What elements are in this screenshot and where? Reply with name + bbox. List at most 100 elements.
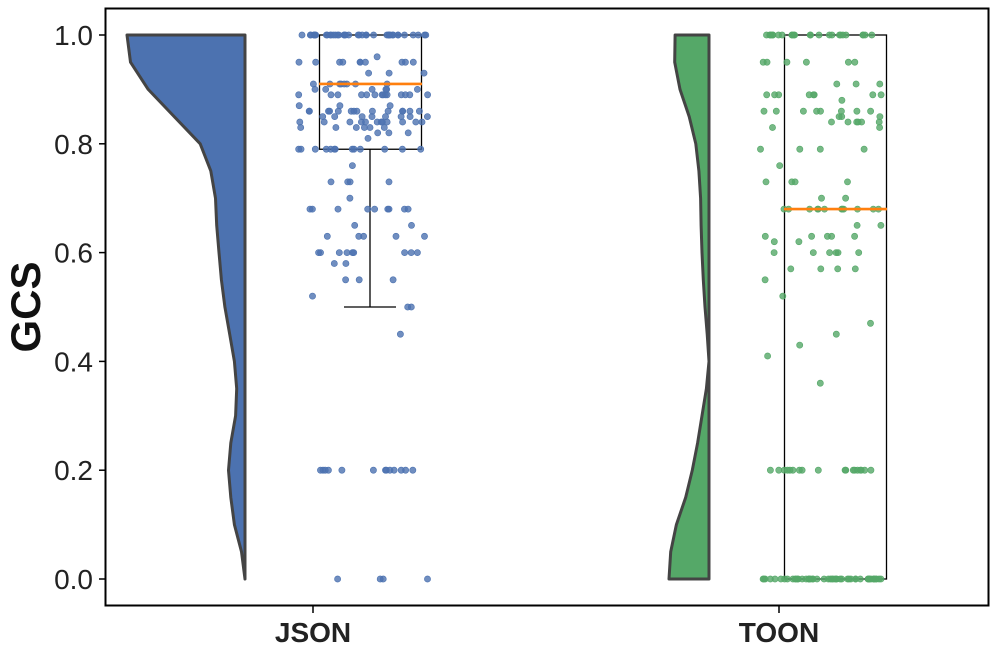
point-toon	[877, 221, 885, 229]
point-json	[342, 276, 349, 284]
point-json	[358, 91, 365, 99]
point-json	[298, 31, 306, 39]
x-tick-label-json: JSON	[275, 617, 351, 648]
point-toon	[759, 58, 767, 66]
point-toon	[832, 330, 840, 338]
point-json	[369, 466, 377, 474]
point-json	[376, 575, 384, 583]
point-toon	[834, 265, 842, 273]
point-json	[305, 107, 313, 115]
point-json	[420, 69, 428, 77]
point-json	[315, 249, 322, 256]
point-json	[398, 58, 406, 66]
point-toon	[864, 575, 872, 583]
point-toon	[867, 319, 874, 327]
point-toon	[816, 145, 824, 153]
point-json	[386, 102, 394, 110]
point-json	[415, 107, 423, 115]
chart-marks	[125, 31, 888, 583]
point-json	[399, 107, 406, 115]
y-axis: 0.00.20.40.60.81.0	[54, 20, 105, 595]
point-json	[364, 205, 372, 213]
point-json	[424, 575, 431, 583]
point-toon	[855, 249, 863, 256]
point-json	[401, 31, 408, 39]
point-json	[392, 232, 400, 240]
point-toon	[826, 31, 833, 39]
point-json	[356, 145, 364, 153]
point-json	[327, 91, 335, 99]
point-json	[404, 129, 412, 137]
point-json	[334, 205, 342, 213]
point-json	[397, 466, 405, 474]
point-json	[368, 86, 376, 93]
point-json	[404, 303, 412, 311]
plot-frame	[104, 7, 990, 607]
point-toon	[761, 276, 769, 284]
point-toon	[798, 466, 806, 474]
point-toon	[800, 107, 807, 115]
point-toon	[856, 575, 864, 583]
point-toon	[761, 232, 769, 240]
point-json	[421, 31, 428, 39]
point-toon	[806, 31, 814, 39]
point-toon	[826, 249, 833, 256]
point-toon	[851, 58, 859, 66]
point-toon	[838, 96, 846, 104]
point-toon	[762, 178, 770, 186]
point-json	[385, 178, 393, 186]
point-json	[390, 466, 398, 474]
point-toon	[763, 31, 770, 39]
point-json	[346, 194, 354, 202]
point-toon	[842, 194, 849, 202]
point-json	[396, 330, 404, 338]
point-json	[330, 260, 338, 267]
point-json	[334, 91, 342, 99]
point-toon	[820, 575, 828, 583]
point-toon	[813, 575, 821, 583]
point-json	[381, 145, 389, 153]
point-toon	[859, 31, 867, 39]
point-json	[331, 145, 338, 153]
point-json	[351, 221, 359, 229]
point-json	[350, 249, 358, 256]
point-toon	[876, 80, 884, 88]
point-toon	[810, 91, 817, 99]
y-tick-label: 1.0	[54, 20, 93, 51]
point-toon	[795, 238, 803, 246]
point-toon	[784, 575, 791, 583]
point-toon	[775, 91, 783, 99]
point-toon	[776, 162, 784, 169]
point-json	[348, 162, 356, 169]
point-toon	[839, 31, 847, 39]
point-json	[354, 31, 362, 39]
point-toon	[775, 466, 783, 474]
box-toon	[783, 34, 888, 580]
point-toon	[868, 31, 876, 39]
point-json	[338, 466, 346, 474]
point-toon	[876, 113, 884, 120]
point-json	[379, 91, 387, 99]
point-json	[350, 107, 358, 115]
y-axis-title: GCS	[2, 261, 49, 352]
point-json	[413, 86, 421, 93]
point-json	[362, 118, 369, 126]
point-toon	[760, 107, 768, 115]
point-json	[371, 91, 379, 99]
point-json	[409, 58, 417, 66]
point-toon	[813, 107, 820, 115]
point-json	[394, 31, 402, 39]
point-json	[406, 91, 414, 99]
point-json	[309, 80, 317, 88]
point-json	[385, 31, 393, 39]
point-toon	[767, 466, 774, 474]
point-toon	[772, 107, 780, 115]
point-json	[364, 134, 372, 142]
point-json	[412, 118, 420, 126]
point-json	[370, 31, 377, 39]
point-json	[382, 113, 389, 120]
point-toon	[778, 31, 786, 39]
point-json	[408, 221, 415, 229]
